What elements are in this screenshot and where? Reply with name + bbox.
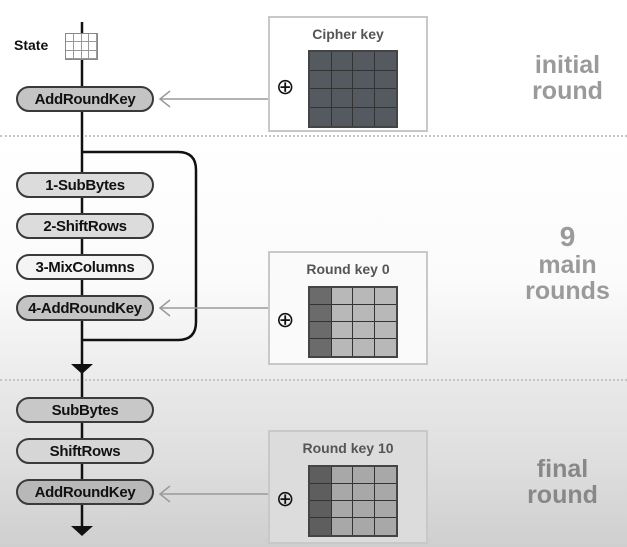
main-rounds-label: 9 main rounds [510,221,625,305]
key-cell [331,322,353,339]
key-cell [331,339,353,356]
key-cell [353,107,375,126]
state-grid-icon [65,33,98,60]
key-cell [331,89,353,108]
key-cell [374,70,396,89]
cipher-key-title: Cipher key [312,26,384,42]
key-cell [374,89,396,108]
round-key-0-grid [308,286,398,358]
key-cell [353,52,375,71]
round-key-10-grid [308,465,398,537]
key-cell [374,322,396,339]
key-cell [310,322,332,339]
key-cell [374,288,396,305]
key-arrow-initial-head [158,90,171,108]
round-key-0-title: Round key 0 [306,261,390,277]
key-cell [310,518,332,535]
key-cell [331,107,353,126]
step-final-add-round-key: AddRoundKey [16,479,154,505]
key-cell [310,70,332,89]
label-line: round [527,481,598,509]
key-cell [331,501,353,518]
cipher-key-box: Cipher key ⊕ [268,16,428,132]
down-arrow-main [71,364,93,374]
label-line: round [532,77,603,105]
key-cell [310,467,332,484]
key-cell [374,339,396,356]
key-cell [331,518,353,535]
key-cell [374,467,396,484]
label-line: initial [534,51,601,79]
initial-round-label: initial round [510,52,625,104]
down-arrow-end [71,526,93,536]
key-arrow-main-head [158,299,171,317]
key-cell [331,288,353,305]
round-key-0-box: Round key 0 ⊕ [268,251,428,365]
step-mix-columns: 3-MixColumns [16,254,154,280]
label-line: main [538,251,597,279]
key-cell [353,339,375,356]
key-cell [374,484,396,501]
step-final-sub-bytes: SubBytes [16,397,154,423]
key-cell [331,52,353,71]
step-add-round-key-initial: AddRoundKey [16,86,154,112]
step-final-shift-rows: ShiftRows [16,438,154,464]
key-cell [374,305,396,322]
key-cell [331,484,353,501]
key-cell [353,305,375,322]
key-cell [374,518,396,535]
key-cell [374,501,396,518]
step-sub-bytes: 1-SubBytes [16,172,154,198]
key-cell [331,305,353,322]
key-cell [310,484,332,501]
label-line: rounds [525,277,610,305]
key-cell [310,305,332,322]
key-cell [310,501,332,518]
round-count: 9 [559,221,576,252]
final-round-label: final round [500,456,625,508]
key-cell [310,288,332,305]
key-cell [353,288,375,305]
key-cell [353,322,375,339]
separator-main-final [0,379,627,381]
state-label: State [14,37,49,53]
cipher-key-grid [308,50,398,128]
loop-back-path [82,150,198,342]
round-key-10-title: Round key 10 [302,440,394,456]
step-shift-rows: 2-ShiftRows [16,213,154,239]
key-cell [353,70,375,89]
key-cell [310,107,332,126]
key-cell [310,52,332,71]
key-cell [353,501,375,518]
xor-icon: ⊕ [276,307,295,332]
key-cell [331,70,353,89]
key-arrow-final-head [158,485,171,503]
xor-icon: ⊕ [276,486,295,511]
separator-initial-main [0,135,627,137]
key-cell [310,339,332,356]
label-line: final [536,455,589,483]
key-cell [374,52,396,71]
key-cell [310,89,332,108]
key-cell [353,89,375,108]
key-cell [353,467,375,484]
key-cell [331,467,353,484]
key-cell [353,518,375,535]
step-add-round-key: 4-AddRoundKey [16,295,154,321]
key-cell [353,484,375,501]
xor-icon: ⊕ [276,74,295,99]
key-cell [374,107,396,126]
round-key-10-box: Round key 10 ⊕ [268,430,428,544]
